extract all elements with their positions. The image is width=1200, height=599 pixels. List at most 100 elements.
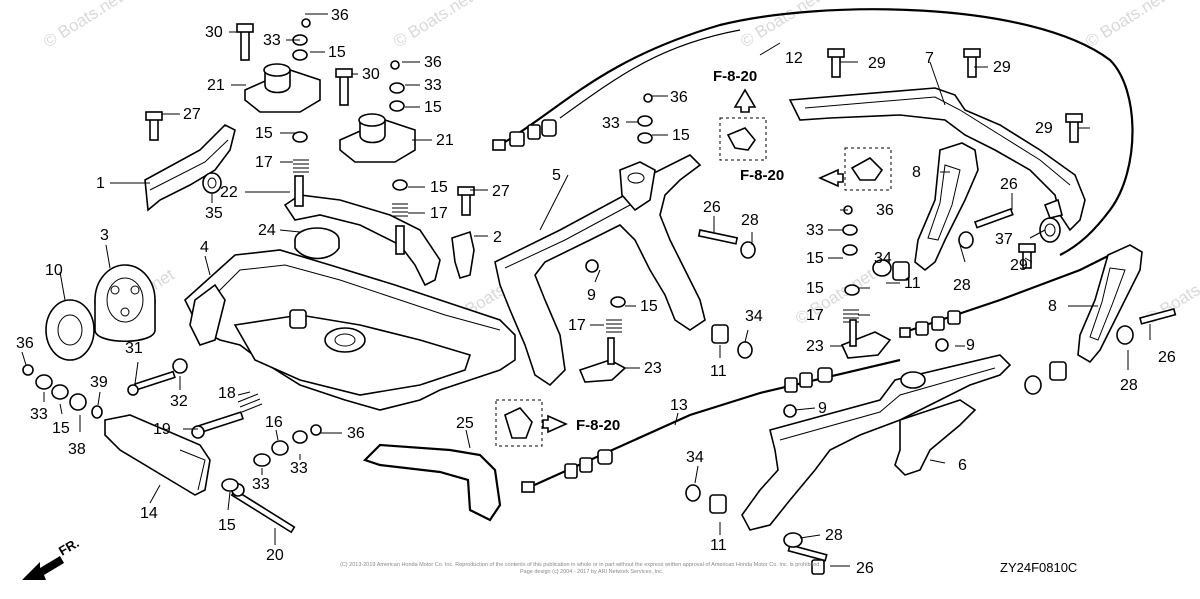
bracket-6-arm xyxy=(894,399,977,476)
callout-15-f: 15 xyxy=(806,250,824,267)
front-arrow: FR. xyxy=(22,535,82,580)
ring-10 xyxy=(45,299,95,361)
arm-8-upper xyxy=(914,142,979,272)
callout-32: 32 xyxy=(170,393,188,410)
cable-12-inner xyxy=(559,29,741,119)
callout-33-d: 33 xyxy=(806,222,824,239)
bushing-11-b xyxy=(892,261,910,281)
bushing-11-a xyxy=(711,324,729,344)
bolt-29-a xyxy=(827,48,845,78)
callout-15-i: 15 xyxy=(52,420,70,437)
callout-5: 5 xyxy=(552,167,561,184)
spring-17-b xyxy=(392,203,408,217)
callout-34-a: 34 xyxy=(745,308,763,325)
yoke-5 xyxy=(494,154,706,387)
link-23-b xyxy=(840,319,892,359)
callout-35: 35 xyxy=(205,205,223,222)
handle-14-edge xyxy=(179,449,206,491)
bracket-7-edge xyxy=(804,96,1071,186)
callout-25: 25 xyxy=(456,415,474,432)
ref-label-top: F-8-20 xyxy=(713,68,757,85)
spring-17-d xyxy=(843,309,859,323)
ref-label-low: F-8-20 xyxy=(576,417,620,434)
bolt-27-a xyxy=(145,111,163,141)
callout-29-a: 29 xyxy=(868,55,886,72)
cable-12-end xyxy=(492,119,557,151)
washers xyxy=(22,18,1134,548)
ref-box-mid xyxy=(818,147,892,191)
callout-11-a: 11 xyxy=(710,363,727,380)
callout-1: 1 xyxy=(96,175,105,192)
callout-33-b: 33 xyxy=(424,77,442,94)
watermark-3: © Boats.net xyxy=(737,0,823,51)
callout-15-d: 15 xyxy=(430,179,448,196)
callout-30-a: 30 xyxy=(205,24,223,41)
watermark-7: © Boats.net xyxy=(792,265,878,328)
callout-26-d: 26 xyxy=(856,560,874,577)
callouts: 36 30 33 15 21 36 30 33 15 21 12 29 7 29… xyxy=(16,7,1176,577)
front-arrow-label: FR. xyxy=(56,535,82,558)
housing-4-tray xyxy=(233,314,472,396)
yoke-5-edge xyxy=(504,204,631,269)
spring-18 xyxy=(237,393,263,413)
callout-21-a: 21 xyxy=(207,77,225,94)
bolt-26-b xyxy=(697,229,739,245)
callout-26-a: 26 xyxy=(703,199,721,216)
callout-33-f: 33 xyxy=(290,460,308,477)
callout-15-g: 15 xyxy=(640,298,658,315)
callout-28-c: 28 xyxy=(1120,377,1138,394)
callout-10: 10 xyxy=(45,262,63,279)
callout-17-c: 17 xyxy=(568,317,586,334)
callout-36-c: 36 xyxy=(670,89,688,106)
cable-13-fittings xyxy=(521,367,833,493)
bolt-29-b xyxy=(963,48,981,78)
copyright-line-1: (C) 2013-2019 American Honda Motor Co. I… xyxy=(340,562,821,568)
bolt-19 xyxy=(191,411,244,439)
bolt-26-c xyxy=(1139,307,1177,325)
belt-25 xyxy=(362,443,502,522)
callout-15-a: 15 xyxy=(328,44,346,61)
cable-right-fittings xyxy=(899,310,961,338)
housing-4-tab xyxy=(189,283,226,346)
bolt-30-b xyxy=(335,68,353,106)
callout-8-b: 8 xyxy=(1048,298,1057,315)
watermark-2: © Boats.net xyxy=(390,0,476,51)
callout-20: 20 xyxy=(266,547,284,564)
callout-27-a: 27 xyxy=(183,106,201,123)
callout-27-b: 27 xyxy=(492,183,510,200)
callout-9-a: 9 xyxy=(587,287,596,304)
bracket-6 xyxy=(741,354,1012,531)
bracket-1 xyxy=(144,124,236,212)
link-23-a xyxy=(578,337,627,383)
housing-4-boss-hole xyxy=(334,333,356,347)
page-code: ZY24F0810C xyxy=(1000,560,1077,575)
callout-28-d: 28 xyxy=(825,527,843,544)
callout-36-b: 36 xyxy=(424,54,442,71)
callout-33-e: 33 xyxy=(30,406,48,423)
clip-2 xyxy=(451,230,475,279)
bolt-30-a xyxy=(236,23,254,61)
bolt-29-c xyxy=(1065,113,1083,143)
callout-28-a: 28 xyxy=(741,212,759,229)
ref-box-low xyxy=(495,399,568,447)
callout-15-c: 15 xyxy=(255,125,273,142)
callout-23-a: 23 xyxy=(644,360,662,377)
callout-17-a: 17 xyxy=(255,154,273,171)
callout-6: 6 xyxy=(958,457,967,474)
callout-39: 39 xyxy=(90,374,108,391)
bushing-11-d xyxy=(709,494,727,514)
callout-21-b: 21 xyxy=(436,132,454,149)
callout-36-f: 36 xyxy=(347,425,365,442)
callout-11-b: 11 xyxy=(904,275,921,292)
arm-8-right xyxy=(1077,244,1143,364)
copyright-line-2: Page design (c) 2004 - 2017 by ARI Netwo… xyxy=(520,569,664,575)
callout-12: 12 xyxy=(785,50,803,67)
bolt-26-d xyxy=(787,544,828,575)
leader-lines xyxy=(21,13,1151,567)
callout-29-b: 29 xyxy=(993,59,1011,76)
callout-15-h: 15 xyxy=(806,280,824,297)
handle-14 xyxy=(104,414,211,496)
pin-22 xyxy=(294,175,304,207)
callout-33-c: 33 xyxy=(602,115,620,132)
